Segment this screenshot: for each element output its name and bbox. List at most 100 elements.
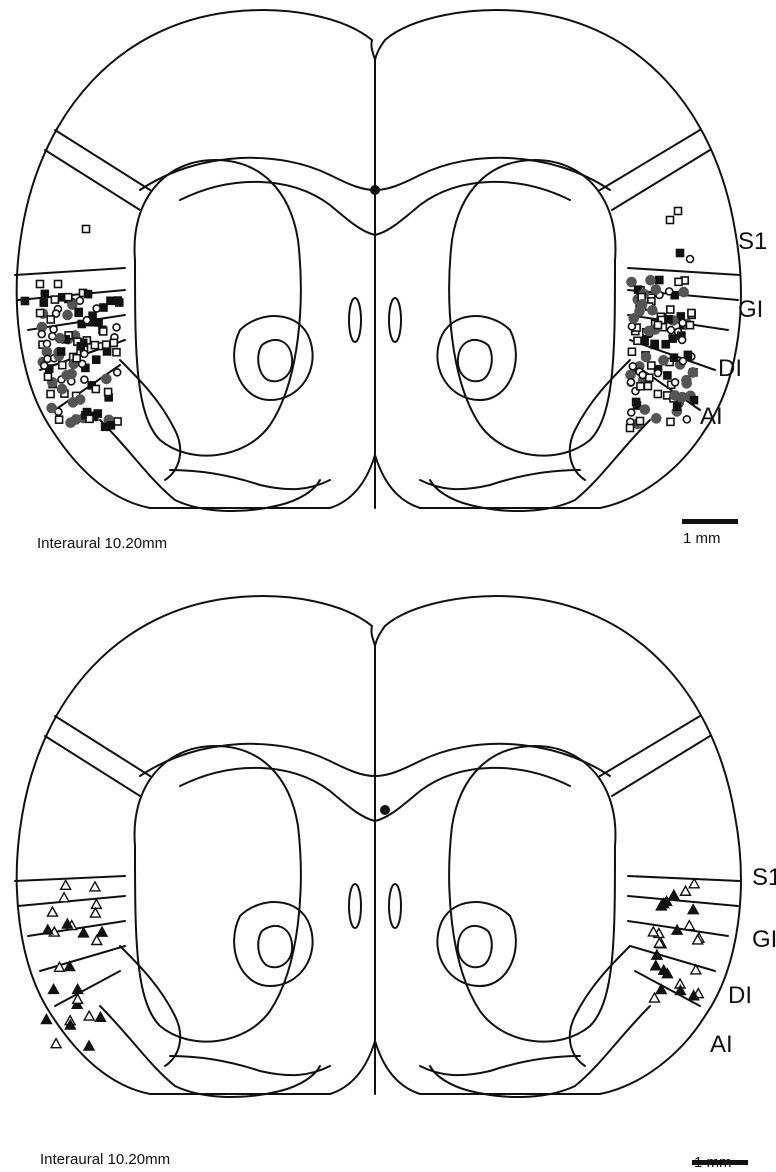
open-triangle-marker (689, 879, 699, 888)
region-label-gi: GI (752, 926, 776, 954)
boundary-line-left-1 (55, 716, 150, 776)
open-triangle-marker (47, 907, 57, 916)
striatum-right (449, 160, 615, 456)
open-circle-marker (679, 336, 686, 343)
open-square-marker (686, 322, 693, 329)
open-square-marker (675, 208, 682, 215)
claustrum-right (570, 360, 630, 480)
boundary-line-left-3 (15, 268, 125, 275)
open-triangle-marker (90, 908, 100, 917)
boundary-line-right-2 (612, 150, 710, 210)
filled-square-marker (664, 372, 671, 379)
open-square-marker (667, 217, 674, 224)
claustrum-right (570, 946, 630, 1066)
open-square-marker (83, 226, 90, 233)
open-circle-marker (81, 376, 88, 383)
filled-square-marker (40, 299, 47, 306)
brain-section-diagram-bottom (0, 586, 776, 1172)
open-square-marker (688, 309, 695, 316)
grey-circle-marker (71, 415, 80, 424)
grey-circle-marker (62, 371, 71, 380)
open-circle-marker (672, 379, 679, 386)
midline-dot (380, 805, 390, 815)
filled-square-marker (641, 337, 648, 344)
open-triangle-marker (59, 893, 69, 902)
filled-triangle-marker (84, 1041, 94, 1050)
filled-triangle-marker (49, 984, 59, 993)
filled-square-marker (22, 298, 29, 305)
markers-right-top (626, 208, 697, 432)
open-square-marker (667, 418, 674, 425)
open-square-marker (654, 390, 661, 397)
open-square-marker (37, 310, 44, 317)
open-square-marker (667, 306, 674, 313)
filled-square-marker (95, 319, 102, 326)
region-label-s1: S1 (738, 228, 767, 256)
filled-square-marker (114, 297, 121, 304)
boundary-line-left-1 (55, 130, 150, 190)
boundary-line-left-2 (45, 736, 140, 796)
open-triangle-marker (92, 936, 102, 945)
striatum-left (135, 160, 301, 456)
scale-bar-label-bottom: 1 mm (694, 1154, 732, 1171)
open-square-marker (59, 362, 66, 369)
grey-circle-marker (55, 334, 64, 343)
open-triangle-marker (90, 882, 100, 891)
piriform-right (430, 420, 650, 511)
filled-square-marker (107, 297, 114, 304)
open-circle-marker (679, 319, 686, 326)
open-circle-marker (654, 370, 661, 377)
filled-square-marker (85, 291, 92, 298)
anterior-commissure-left (349, 884, 361, 928)
open-triangle-marker (61, 880, 71, 889)
striatum-left (135, 746, 301, 1042)
open-circle-marker (628, 323, 635, 330)
open-square-marker (627, 425, 634, 432)
ventricle-right (437, 902, 515, 986)
basal-right (420, 470, 580, 489)
grey-circle-marker (47, 404, 56, 413)
filled-square-marker (669, 335, 676, 342)
open-circle-marker (43, 340, 50, 347)
boundary-line-right-6 (630, 946, 715, 971)
region-label-ai: AI (700, 403, 723, 431)
claustrum-left (120, 360, 180, 480)
open-square-marker (644, 383, 651, 390)
open-circle-marker (50, 326, 57, 333)
open-circle-marker (666, 288, 673, 295)
filled-square-marker (656, 277, 663, 284)
filled-square-marker (75, 308, 82, 315)
open-square-marker (110, 339, 117, 346)
open-circle-marker (81, 350, 88, 357)
ventricle-right-inner (458, 926, 492, 967)
grey-circle-marker (652, 414, 661, 423)
open-circle-marker (667, 327, 674, 334)
filled-square-marker (93, 356, 100, 363)
region-label-s1: S1 (752, 864, 776, 892)
basal-left (170, 470, 330, 489)
basal-left (170, 1056, 330, 1075)
ventricle-left (234, 316, 312, 400)
filled-square-marker (651, 340, 658, 347)
open-circle-marker (44, 355, 51, 362)
filled-square-marker (662, 341, 669, 348)
ventricle-right (437, 316, 515, 400)
ventricle-left-inner (258, 340, 292, 381)
open-square-marker (100, 328, 107, 335)
open-square-marker (91, 342, 98, 349)
open-square-marker (56, 416, 63, 423)
filled-square-marker (670, 354, 677, 361)
open-square-marker (92, 385, 99, 392)
boundary-line-right-1 (600, 130, 700, 190)
caption-top: Interaural 10.20mm (37, 535, 167, 552)
open-circle-marker (629, 363, 636, 370)
open-square-marker (103, 341, 110, 348)
open-square-marker (113, 349, 120, 356)
grey-circle-marker (642, 353, 651, 362)
scale-bar (682, 519, 738, 524)
filled-square-marker (102, 423, 109, 430)
filled-triangle-marker (95, 1012, 105, 1021)
filled-square-marker (633, 398, 640, 405)
open-square-marker (648, 362, 655, 369)
region-label-ai: AI (710, 1031, 733, 1059)
